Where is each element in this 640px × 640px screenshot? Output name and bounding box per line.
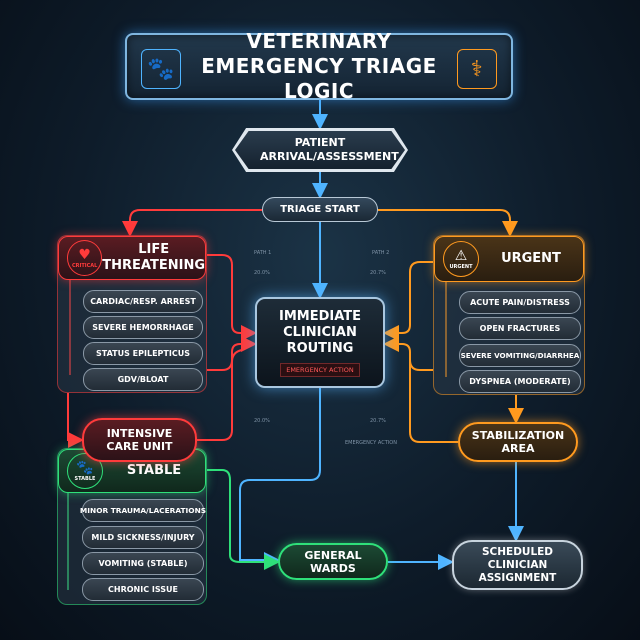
stable-title: STABLE	[126, 463, 182, 478]
list-item: DYSPNEA (MODERATE)	[459, 370, 581, 393]
path2-value: 20.7%	[370, 270, 386, 276]
urgent-title: URGENT	[501, 251, 561, 266]
arrow-stabilization-to-center	[409, 360, 458, 443]
general-wards-label: GENERAL WARDS	[304, 548, 362, 575]
list-item: MINOR TRAUMA/LACERATIONS	[80, 499, 206, 522]
list-item: CARDIAC/RESP. ARREST	[83, 290, 203, 313]
arrow-urgent-to-center	[383, 261, 433, 341]
emergency-action-tag: EMERGENCY ACTION	[280, 362, 360, 377]
scheduled-clinician-node: SCHEDULED CLINICIAN ASSIGNMENT	[452, 540, 583, 590]
arrow-life-threatening-to-center-2	[207, 336, 257, 371]
list-item: MILD SICKNESS/INJURY	[82, 526, 204, 549]
life-threatening-panel: ♥CRITICAL LIFE THREATENING CARDIAC/RESP.…	[57, 235, 207, 393]
list-item: ACUTE PAIN/DISTRESS	[459, 291, 581, 314]
path1-label: PATH 1	[254, 250, 272, 256]
emergency-action-caption: EMERGENCY ACTION	[345, 440, 397, 446]
heartbeat-icon: ♥CRITICAL	[67, 240, 103, 276]
patient-arrival-label: PATIENT ARRIVAL/ASSESSMENT	[260, 136, 399, 163]
center-title: IMMEDIATE CLINICIAN ROUTING	[278, 308, 362, 356]
arrow-triage-to-urgent	[378, 209, 518, 237]
arrow-life-threatening-to-icu	[67, 393, 84, 448]
list-item: SEVERE VOMITING/DIARRHEA	[459, 344, 581, 367]
warning-icon: ⚠URGENT	[443, 241, 479, 277]
stat-value: 20.7%	[370, 418, 386, 424]
scheduled-label: SCHEDULED CLINICIAN ASSIGNMENT	[478, 545, 557, 584]
urgent-panel: ⚠URGENT URGENT ACUTE PAIN/DISTRESS OPEN …	[433, 235, 585, 395]
icu-label: INTENSIVE CARE UNIT	[106, 427, 173, 453]
patient-arrival-node: PATIENT ARRIVAL/ASSESSMENT	[232, 128, 408, 172]
list-item: SEVERE HEMORRHAGE	[83, 316, 203, 339]
path2-label: PATH 2	[372, 250, 390, 256]
list-item: CHRONIC ISSUE	[82, 578, 204, 601]
arrow-triage-to-life-threatening	[122, 209, 262, 237]
arrow-icu-to-center	[197, 349, 243, 441]
stabilization-area-node: STABILIZATION AREA	[458, 422, 578, 462]
paw-icon: 🐾	[141, 49, 181, 89]
icu-node: INTENSIVE CARE UNIT	[82, 418, 197, 462]
arrow-life-threatening-to-center	[207, 254, 257, 341]
arrow-stable-to-wards	[207, 469, 280, 570]
arrow-center-down	[239, 388, 321, 568]
caduceus-icon: ⚕	[457, 49, 497, 89]
list-item: VOMITING (STABLE)	[82, 552, 204, 575]
path1-value: 20.0%	[254, 270, 270, 276]
general-wards-node: GENERAL WARDS	[278, 543, 388, 580]
stabilization-label: STABILIZATION AREA	[471, 429, 565, 455]
arrow-urgent-to-center-2	[383, 336, 433, 371]
list-item: GDV/BLOAT	[83, 368, 203, 391]
list-item: STATUS EPILEPTICUS	[83, 342, 203, 365]
stat-value: 20.0%	[254, 418, 270, 424]
stable-panel: 🐾STABLE STABLE MINOR TRAUMA/LACERATIONS …	[57, 448, 207, 605]
page-title: VETERINARY EMERGENCY TRIAGE LOGIC	[201, 29, 437, 103]
title-banner: 🐾 VETERINARY EMERGENCY TRIAGE LOGIC ⚕	[125, 29, 513, 103]
triage-start-node: TRIAGE START	[262, 197, 378, 222]
list-item: OPEN FRACTURES	[459, 317, 581, 340]
life-threatening-title: LIFE THREATENING	[102, 242, 206, 273]
immediate-clinician-routing-node: IMMEDIATE CLINICIAN ROUTING EMERGENCY AC…	[255, 297, 385, 388]
